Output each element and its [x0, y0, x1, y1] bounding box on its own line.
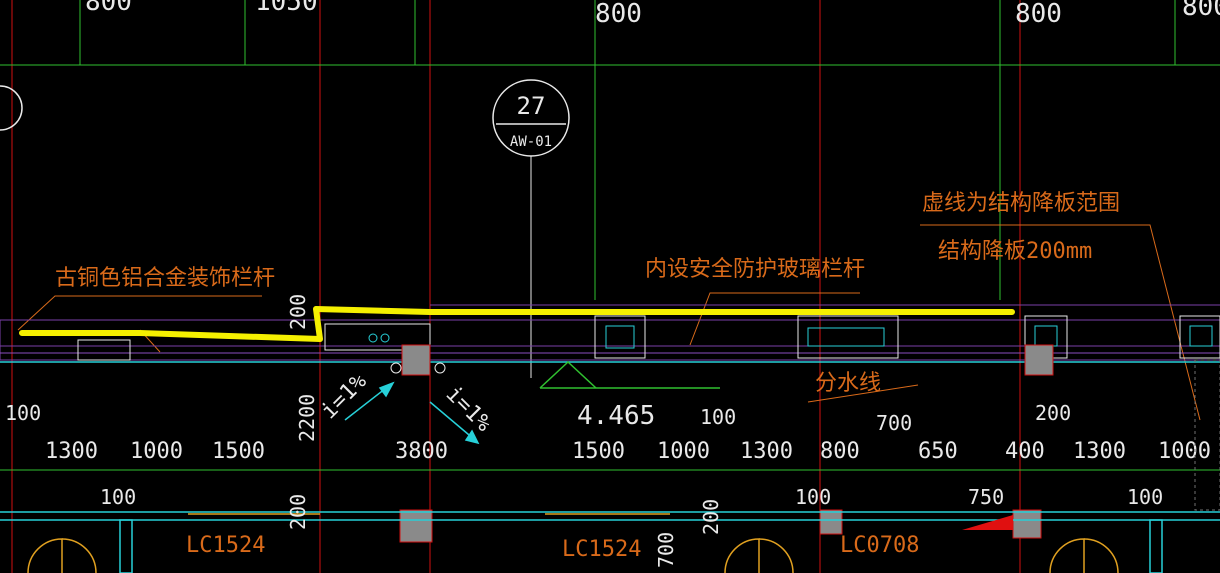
callout-number: 27: [517, 92, 546, 120]
top-dimension-label: 1050: [255, 0, 318, 17]
dimension-200-vertical: 200: [286, 494, 310, 530]
dimension-2200-vertical: 2200: [295, 394, 319, 442]
dimension-200: 200: [1035, 401, 1071, 425]
note-divide-line: 分水线: [815, 371, 881, 396]
dimension-100: 100: [700, 405, 736, 429]
highlight-stroke: [19, 306, 1015, 342]
hatched-triangle: [962, 515, 1013, 530]
dimension-label: 1000: [657, 439, 710, 464]
note-railing-glass: 内设安全防护玻璃栏杆: [645, 257, 865, 282]
top-dimension-label: 800: [1182, 0, 1220, 22]
dimension-700-vertical: 700: [654, 532, 678, 568]
note-railing-left: 古铜色铝合金装饰栏杆: [55, 266, 275, 291]
window-tag: LC0708: [840, 533, 919, 558]
middle-dimensions: 200 2200 100 100 700 200: [5, 294, 1071, 442]
note-slab-range: 虚线为结构降板范围: [922, 191, 1120, 216]
elevation-marker: 4.465: [539, 360, 720, 431]
dimension-label: 650: [918, 439, 958, 464]
slope-label: i=1%: [317, 369, 372, 424]
dimension-700: 700: [876, 411, 912, 435]
slope-arrows: [344, 381, 480, 445]
dimension-label: 1300: [45, 439, 98, 464]
note-slab-drop: 结构降板200mm: [938, 239, 1092, 264]
lower-dimensions: 100 100 100 200 200 700 750: [100, 485, 1163, 568]
window-tag: LC1524: [186, 533, 265, 558]
dimension-label: 1300: [1073, 439, 1126, 464]
dimension-row: 1300 1000 1500 3800 1500 1000 1300 800 6…: [45, 439, 1211, 464]
top-dimension-label: 800: [85, 0, 132, 17]
annotation-notes: 古铜色铝合金装饰栏杆 内设安全防护玻璃栏杆 虚线为结构降板范围 结构降板200m…: [55, 191, 1120, 396]
elevation-value: 4.465: [577, 401, 655, 431]
dimension-label: 1500: [572, 439, 625, 464]
window-tag: LC1524: [562, 537, 641, 562]
columns: [399, 344, 1054, 543]
dimension-100: 100: [1127, 485, 1163, 509]
lower-walls: [0, 511, 1220, 573]
top-dimensions: 800 1050 800 800 800: [85, 0, 1220, 29]
top-dimension-label: 800: [1015, 0, 1062, 29]
dimension-750: 750: [968, 485, 1004, 509]
dimension-label: 400: [1005, 439, 1045, 464]
dimension-100: 100: [5, 401, 41, 425]
door-swings: [27, 538, 1119, 573]
dimension-100: 100: [795, 485, 831, 509]
dimension-label: 1300: [740, 439, 793, 464]
detail-callout[interactable]: 27 AW-01: [492, 79, 570, 378]
dimension-200-vertical: 200: [286, 294, 310, 330]
dimension-100: 100: [100, 485, 136, 509]
drain-circles: [390, 362, 446, 374]
slope-label: i=1%: [441, 382, 496, 437]
dimension-label: 1000: [130, 439, 183, 464]
railing-details: [368, 325, 1213, 349]
dimension-label: 1500: [212, 439, 265, 464]
dimension-label: 1000: [1158, 439, 1211, 464]
axis-lines: [11, 0, 1021, 573]
dimension-200-vertical: 200: [699, 499, 723, 535]
green-dimension-lines: [0, 0, 1220, 471]
hatched-wall: [1194, 359, 1220, 511]
dimension-label: 800: [820, 439, 860, 464]
dimension-label: 3800: [395, 439, 448, 464]
callout-sheet: AW-01: [510, 134, 552, 150]
top-dimension-label: 800: [595, 0, 642, 29]
axis-bubble: [0, 85, 23, 131]
window-tags: LC1524 LC1524 LC0708: [186, 533, 919, 562]
railing-band: [0, 304, 1220, 363]
